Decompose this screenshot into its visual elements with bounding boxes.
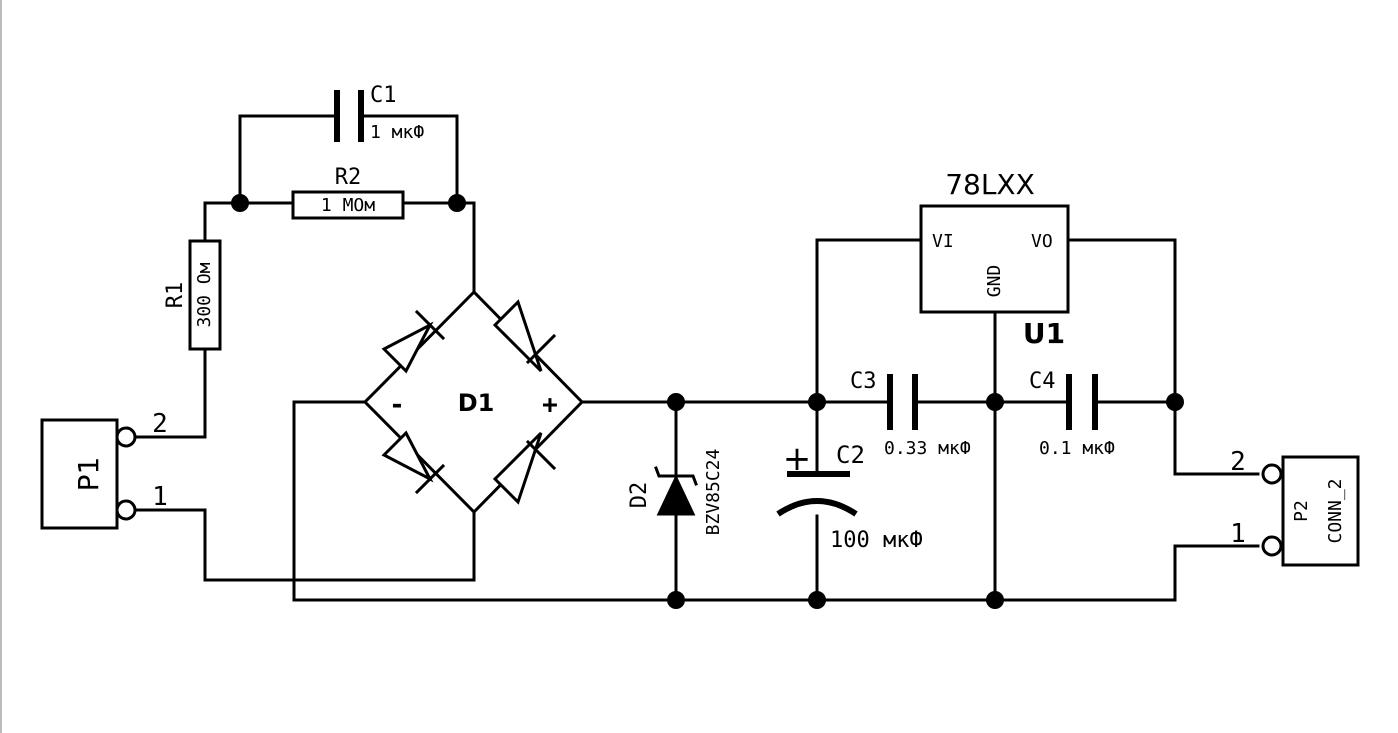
d1-plus-label: + [542, 390, 558, 420]
d2-value: BZV85C24 [703, 449, 724, 536]
capacitor-c3: C3 0.33 мкФ [850, 369, 971, 459]
capacitor-c4: C4 0.1 мкФ [1029, 369, 1115, 459]
resistor-r1: R1 300 Ом [163, 239, 222, 351]
c1-value: 1 мкФ [370, 122, 424, 143]
p2-pin1-label: 1 [1230, 519, 1246, 549]
u1-pin-vo: VO [1031, 231, 1053, 252]
capacitor-c1: C1 1 мкФ [334, 83, 424, 143]
c1-ref: C1 [370, 83, 397, 108]
zener-diode-d2: D2 BZV85C24 [627, 449, 724, 536]
p2-pin2-label: 2 [1230, 447, 1246, 477]
d1-ref: D1 [458, 389, 495, 417]
p2-ref: P2 [1291, 500, 1312, 522]
c4-ref: C4 [1029, 369, 1056, 394]
c2-polarity: + [783, 439, 812, 479]
p1-ref: P1 [72, 457, 105, 492]
capacitor-c2: + C2 100 мкФ [776, 439, 923, 553]
p2-value: CONN_2 [1325, 478, 1346, 543]
c2-ref: C2 [836, 441, 865, 469]
junction-dots [231, 194, 1184, 609]
d2-ref: D2 [627, 482, 652, 509]
c2-value: 100 мкФ [830, 528, 923, 553]
c3-ref: C3 [850, 369, 877, 394]
d1-minus-label: - [389, 390, 405, 420]
connector-p2: P2 CONN_2 2 1 [1230, 447, 1360, 567]
p1-pin1-label: 1 [152, 482, 168, 512]
c4-value: 0.1 мкФ [1039, 438, 1115, 459]
r1-value: 300 Ом [194, 262, 215, 327]
r1-ref: R1 [163, 282, 188, 309]
bridge-rectifier-d1: D1 - + [362, 289, 585, 515]
connector-p1: P1 2 1 [40, 409, 168, 530]
u1-pin-vi: VI [932, 231, 954, 252]
u1-pin-gnd: GND [984, 265, 1005, 298]
c3-value: 0.33 мкФ [884, 438, 971, 459]
u1-ref: U1 [1023, 317, 1065, 350]
regulator-u1: 78LXX VI VO GND U1 [919, 168, 1070, 350]
r2-ref: R2 [335, 165, 362, 190]
u1-value: 78LXX [945, 168, 1035, 201]
resistor-r2: R2 1 МОм [291, 165, 405, 220]
p1-pin2-label: 2 [152, 409, 168, 439]
r2-value: 1 МОм [321, 195, 375, 216]
